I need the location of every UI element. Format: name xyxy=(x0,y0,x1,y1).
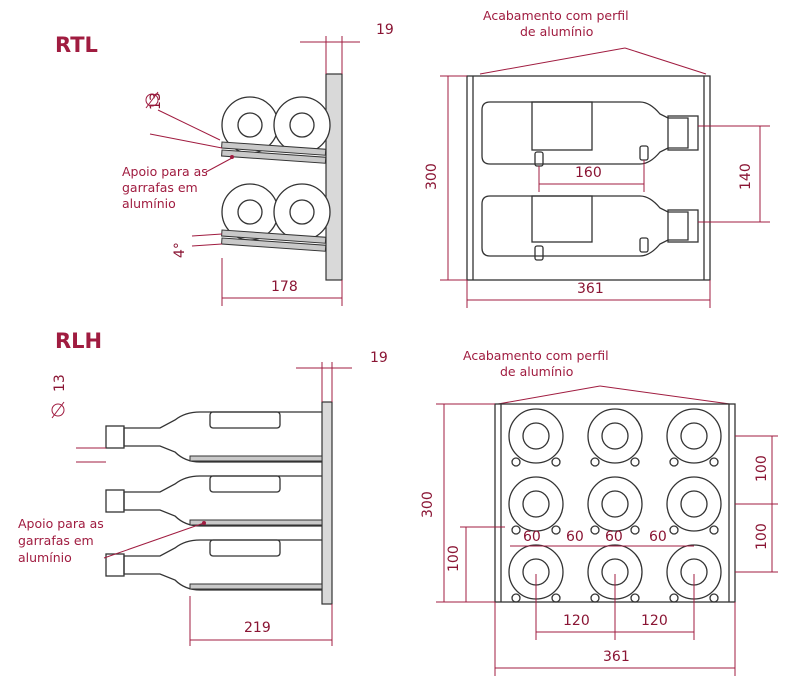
rlh-support-note-2: garrafas em xyxy=(18,533,94,548)
rtl-width: 361 xyxy=(577,281,604,297)
rtl-panel-front xyxy=(466,75,711,281)
rlh-depth: 219 xyxy=(244,620,271,636)
rtl-top-support-bar-lower xyxy=(221,149,327,164)
rtl-top-bottles xyxy=(221,96,331,154)
rlh-side-view: RLH 19 13 Apoio p xyxy=(18,329,388,646)
rtl-height: 300 xyxy=(424,163,440,190)
rlh-bottom-offset: 100 xyxy=(446,545,462,572)
rtl-support-spacing: 160 xyxy=(575,165,602,181)
rlh-finish-note-1: Acabamento com perfil xyxy=(463,348,609,363)
bottle-end-r2-c1 xyxy=(508,476,564,535)
rlh-title: RLH xyxy=(55,329,102,353)
bottle-end-r1-c3 xyxy=(666,408,722,467)
rlh-diameter: 13 xyxy=(52,374,68,392)
bottle-end-r3-c1 xyxy=(508,544,564,603)
rtl-bottom-support-bar xyxy=(221,229,327,244)
rlh-hole-gap-3: 60 xyxy=(605,529,623,545)
rlh-height: 300 xyxy=(420,491,436,518)
rtl-top-bottle xyxy=(481,101,699,167)
rtl-shelf-spacing: 140 xyxy=(738,163,754,190)
rlh-hole-gap-2: 60 xyxy=(566,529,584,545)
rtl-top-support-bar xyxy=(221,141,327,156)
rlh-row-spacing-top: 100 xyxy=(754,455,770,482)
bottle-end-r2-c2 xyxy=(587,476,643,535)
rlh-support-note-3: alumínio xyxy=(18,550,72,565)
rlh-wall-panel xyxy=(321,401,333,605)
rlh-hole-gap-1: 60 xyxy=(523,529,541,545)
bottle-end-r2-c3 xyxy=(666,476,722,535)
rlh-finish-note-2: de alumínio xyxy=(500,364,573,379)
rtl-depth: 178 xyxy=(271,279,298,295)
rtl-support-note-2: garrafas em xyxy=(122,180,198,195)
rlh-front-view: Acabamento com perfil de alumínio 300 10… xyxy=(420,348,778,676)
rlh-width: 361 xyxy=(603,649,630,665)
rlh-bottle-grid xyxy=(508,408,722,603)
rtl-side-view: RTL 19 13 Apoio para xyxy=(55,22,394,306)
rlh-bottle-1 xyxy=(105,411,323,463)
rtl-angle: 4° xyxy=(172,242,188,258)
rtl-profile-depth: 19 xyxy=(376,22,394,38)
rtl-finish-note-2: de alumínio xyxy=(520,24,593,39)
bottle-end-r1-c2 xyxy=(587,408,643,467)
rtl-wall-panel xyxy=(325,73,343,281)
rtl-front-view: Acabamento com perfil de alumínio 300 xyxy=(424,8,770,308)
rtl-title: RTL xyxy=(55,33,98,57)
bottle-end-r1-c1 xyxy=(508,408,564,467)
rlh-row-spacing-bottom: 100 xyxy=(754,523,770,550)
rlh-bottle-2 xyxy=(105,475,323,527)
rlh-hole-gap-4: 60 xyxy=(649,529,667,545)
rtl-support-note-1: Apoio para as xyxy=(122,164,208,179)
rtl-support-note-3: alumínio xyxy=(122,196,176,211)
rtl-bottom-support-bar-lower xyxy=(221,237,327,252)
rlh-bottle-3 xyxy=(105,539,323,591)
rtl-finish-note-1: Acabamento com perfil xyxy=(483,8,629,23)
rtl-bottom-bottle xyxy=(481,195,699,261)
rlh-col-spacing-1: 120 xyxy=(563,613,590,629)
rlh-profile-depth: 19 xyxy=(370,350,388,366)
rtl-bottom-bottles xyxy=(221,183,331,241)
rlh-col-spacing-2: 120 xyxy=(641,613,668,629)
rlh-support-note-1: Apoio para as xyxy=(18,516,104,531)
